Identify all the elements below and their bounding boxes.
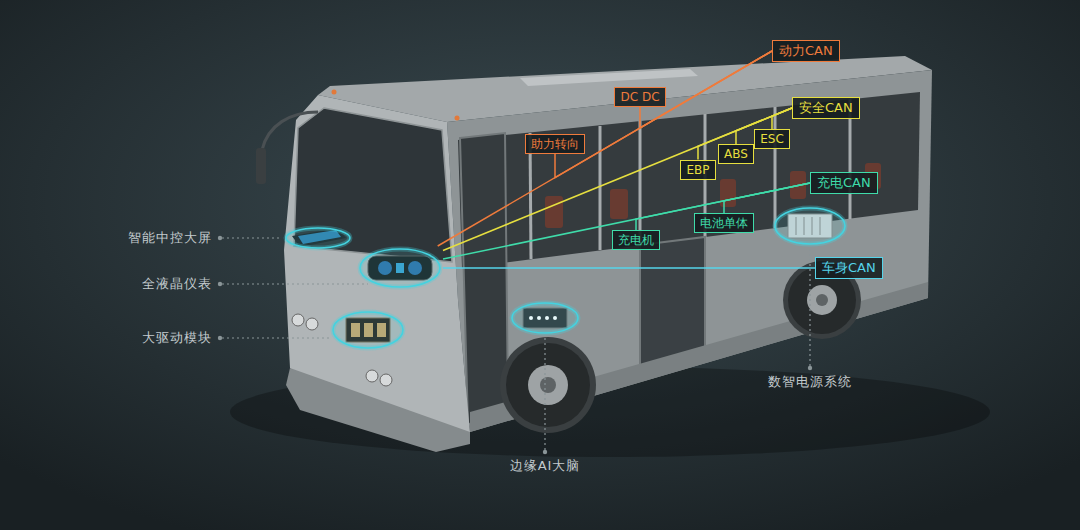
- device-ellipse: [286, 228, 350, 248]
- device-node: 智能中控大屏: [283, 225, 353, 251]
- module-box: 助力转向: [525, 134, 585, 154]
- device-label: 智能中控大屏: [128, 230, 212, 246]
- device-label: 大驱动模块: [142, 330, 212, 346]
- bus-line: [772, 108, 792, 129]
- marker-light: [455, 116, 460, 121]
- module-label: 充电机: [618, 233, 654, 247]
- device-node: 数智电源系统: [772, 205, 848, 247]
- front-wheel: [506, 343, 590, 427]
- leader-line: [544, 338, 545, 450]
- leader-dot: [218, 236, 222, 240]
- bus-box: 车身CAN: [815, 257, 883, 279]
- device-outline: [330, 309, 406, 351]
- module-label: 电池单体: [700, 216, 748, 230]
- seat: [610, 189, 628, 219]
- module-label: EBP: [686, 163, 709, 177]
- wheel-hub: [528, 365, 568, 405]
- leader-dot: [808, 366, 812, 370]
- device-ellipse: [333, 312, 403, 348]
- module-box: EBP: [680, 160, 715, 180]
- device-outline: [357, 246, 443, 290]
- bus-box: 动力CAN: [772, 40, 840, 62]
- device-label: 边缘AI大脑: [510, 458, 581, 474]
- device-node: 全液晶仪表: [357, 246, 443, 290]
- wheel-hub: [807, 285, 837, 315]
- seat: [720, 179, 736, 207]
- bus-line: [443, 267, 815, 269]
- marker-light: [332, 90, 337, 95]
- bus-box: 安全CAN: [792, 97, 860, 119]
- module-label: ESC: [760, 132, 784, 146]
- device-node: 大驱动模块: [330, 309, 406, 351]
- device-node: 边缘AI大脑: [509, 300, 581, 336]
- device-glow: [775, 208, 845, 244]
- leader-line: [222, 337, 331, 338]
- device-ellipse: [360, 249, 440, 287]
- bus-label: 动力CAN: [779, 43, 833, 59]
- bus-label: 车身CAN: [822, 260, 876, 276]
- device-glow: [512, 303, 578, 333]
- wheel-arch: [500, 337, 596, 433]
- bumper: [286, 368, 470, 452]
- leader-line: [222, 283, 368, 284]
- module-box: ESC: [754, 129, 790, 149]
- device-glow: [333, 312, 403, 348]
- window-pillars: [530, 99, 850, 259]
- device-outline: [509, 300, 581, 336]
- leader-line: [809, 249, 810, 366]
- leader-dot: [543, 450, 547, 454]
- headlight: [380, 374, 392, 386]
- device-ellipse: [775, 208, 845, 244]
- leader-line: [222, 237, 281, 238]
- device-glow: [360, 249, 440, 287]
- bus-line: [443, 183, 810, 259]
- device-ellipse: [512, 303, 578, 333]
- bus-label: 充电CAN: [817, 175, 871, 191]
- module-label: ABS: [724, 147, 748, 161]
- device-outline: [283, 225, 353, 251]
- bus-label: 安全CAN: [799, 100, 853, 116]
- bus-box: 充电CAN: [810, 172, 878, 194]
- mirror: [256, 148, 266, 184]
- device-label: 全液晶仪表: [142, 276, 212, 292]
- module-box: DC DC: [614, 87, 665, 107]
- device-outline: [772, 205, 848, 247]
- wheel-cap: [816, 294, 828, 306]
- pillar: [774, 107, 777, 228]
- pillar: [599, 126, 602, 250]
- device-glow: [286, 228, 350, 248]
- bus-line: [555, 51, 772, 178]
- wheel-cap: [540, 377, 556, 393]
- headlight: [306, 318, 318, 330]
- roof-vent: [520, 69, 698, 86]
- mirror-arm: [262, 112, 318, 150]
- leader-dot: [218, 336, 222, 340]
- headlight: [366, 370, 378, 382]
- bus-side: [447, 70, 932, 432]
- module-label: 助力转向: [531, 137, 579, 151]
- module-box: 电池单体: [694, 213, 754, 233]
- module-box: 充电机: [612, 230, 660, 250]
- module-box: ABS: [718, 144, 754, 164]
- module-label: DC DC: [620, 90, 659, 104]
- device-label: 数智电源系统: [768, 374, 852, 390]
- leader-dot: [218, 282, 222, 286]
- bus-line: [438, 51, 772, 246]
- headlight: [292, 314, 304, 326]
- pillar: [639, 121, 642, 245]
- seat: [545, 196, 563, 228]
- leader-lines: [222, 238, 810, 450]
- bus-line: [443, 108, 792, 250]
